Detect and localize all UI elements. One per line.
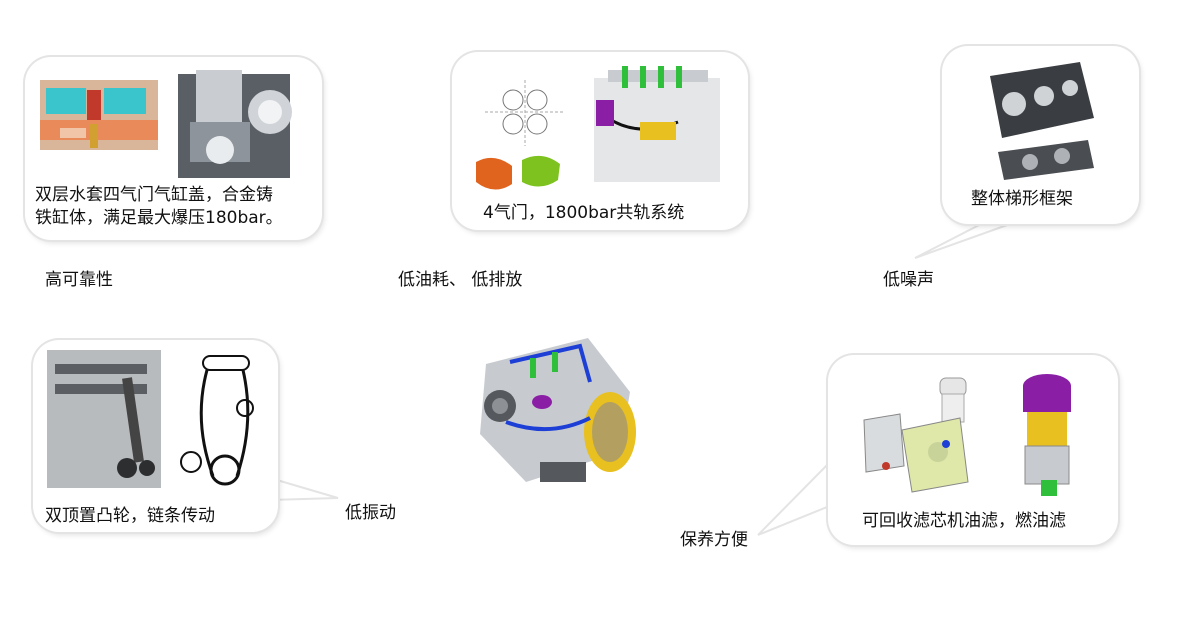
fuel-description: 4气门，1800bar共轨系统 xyxy=(483,203,685,223)
label-noise: 低噪声 xyxy=(883,270,934,290)
noise-description: 整体梯形框架 xyxy=(971,189,1073,209)
timing-chain-drawing xyxy=(163,352,259,488)
vibration-description: 双顶置凸轮，链条传动 xyxy=(45,506,215,526)
maintenance-description: 可回收滤芯机油滤，燃油滤 xyxy=(862,511,1066,531)
cylinder-block-image xyxy=(178,70,292,178)
oil-filter-module-image xyxy=(863,377,969,493)
cylinder-head-section-image xyxy=(40,80,158,150)
reliability-description-line-1: 双层水套四气门气缸盖，合金铸 xyxy=(35,185,273,205)
rocker-arm-image xyxy=(476,155,560,190)
common-rail-engine-image xyxy=(594,66,720,182)
label-fuel: 低油耗、 低排放 xyxy=(398,270,523,290)
label-maintenance: 保养方便 xyxy=(680,530,748,550)
label-reliability: 高可靠性 xyxy=(45,270,113,290)
ladder-frame-image xyxy=(990,62,1094,180)
reliability-description-line-2: 铁缸体，满足最大爆压180bar。 xyxy=(35,208,283,228)
engine-assembly-image xyxy=(480,338,636,482)
valve-layout-drawing xyxy=(485,70,565,150)
label-vibration: 低振动 xyxy=(345,503,396,523)
camshaft-chain-image xyxy=(47,350,161,488)
fuel-filter-module-image xyxy=(1023,374,1071,496)
